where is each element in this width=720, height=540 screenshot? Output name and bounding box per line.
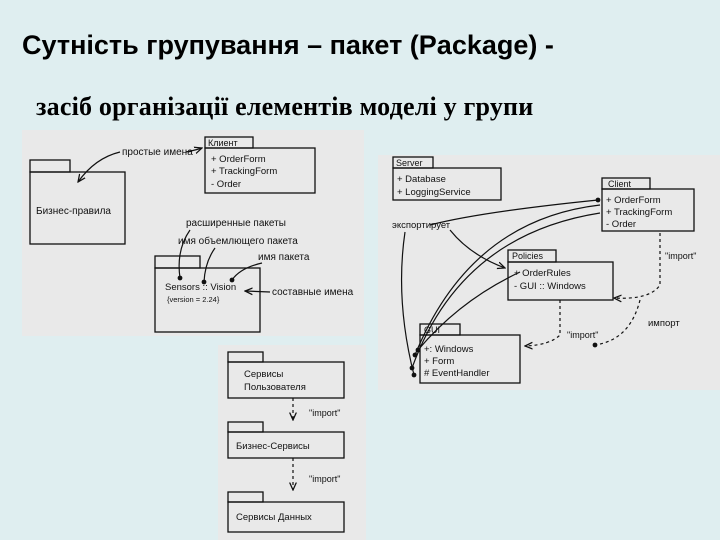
client-package-name: Client bbox=[608, 179, 632, 189]
enclosing-package-label: имя объемлющего пакета bbox=[178, 235, 298, 247]
right-figure: Server + Database + LoggingService Clien… bbox=[392, 156, 696, 384]
export-curve-3 bbox=[415, 271, 521, 353]
sensors-package bbox=[154, 267, 261, 333]
data-services-package bbox=[227, 501, 345, 533]
slide-subtitle: засіб організації елементів моделі у гру… bbox=[36, 92, 534, 121]
policies-gui-dependency bbox=[525, 300, 561, 346]
client-package bbox=[601, 188, 695, 232]
import-ru-pointer bbox=[592, 299, 641, 348]
sensors-version: {version = 2.24} bbox=[167, 295, 220, 304]
client-item: + OrderForm bbox=[606, 195, 661, 206]
server-item: + LoggingService bbox=[397, 187, 471, 198]
server-package-name: Server bbox=[396, 158, 423, 168]
client-op: - Order bbox=[211, 179, 241, 190]
business-rules-label: Бизнес-правила bbox=[36, 206, 111, 217]
package-name-pointer bbox=[229, 262, 263, 283]
simple-names-pointer-1 bbox=[78, 151, 121, 182]
business-services-package bbox=[227, 431, 345, 459]
composite-names-pointer bbox=[245, 291, 271, 292]
client-policies-dependency bbox=[614, 233, 661, 298]
simple-names-label: простые имена bbox=[122, 147, 193, 158]
import-label: "import" bbox=[309, 408, 340, 418]
business-services-tab bbox=[227, 421, 264, 433]
data-services-label: Сервисы Данных bbox=[236, 512, 312, 523]
user-services-tab bbox=[227, 351, 264, 363]
data-services-tab bbox=[227, 491, 264, 503]
client-op: + TrackingForm bbox=[211, 166, 277, 177]
export-curve-4 bbox=[400, 231, 417, 378]
client-item: + TrackingForm bbox=[606, 207, 672, 218]
export-pointer-client bbox=[429, 197, 601, 226]
extended-pointer bbox=[177, 229, 191, 281]
extended-packages-label: расширенные пакеты bbox=[186, 218, 286, 229]
user-services-package bbox=[227, 361, 345, 399]
right-figure-panel bbox=[378, 155, 720, 390]
simple-names-pointer-2 bbox=[185, 148, 202, 152]
gui-item: +: Windows bbox=[424, 344, 474, 355]
business-rules-package bbox=[29, 171, 126, 245]
exports-label: экспортирует bbox=[392, 220, 451, 231]
policies-item: + OrderRules bbox=[514, 268, 571, 279]
server-item: + Database bbox=[397, 174, 446, 185]
policies-package-name: Policies bbox=[512, 251, 544, 261]
slide-title: Сутність групування – пакет (Package) - bbox=[22, 30, 554, 60]
client-item: - Order bbox=[606, 219, 636, 230]
export-curve-1 bbox=[412, 204, 601, 358]
business-rules-package-tab bbox=[29, 159, 71, 173]
import-label: "import" bbox=[309, 474, 340, 484]
left-figure-panel bbox=[22, 130, 364, 336]
import-ru-label: импорт bbox=[648, 318, 680, 329]
composite-names-label: составные имена bbox=[272, 287, 354, 298]
import-label: "import" bbox=[665, 251, 696, 261]
business-services-label: Бизнес-Сервисы bbox=[236, 441, 310, 452]
import-label: "import" bbox=[567, 330, 598, 340]
export-curve-2 bbox=[409, 212, 601, 371]
client-op: + OrderForm bbox=[211, 154, 266, 165]
client-package-name: Клиент bbox=[208, 138, 238, 148]
gui-package-name: GUI bbox=[424, 325, 440, 335]
package-name-label: имя пакета bbox=[258, 252, 310, 263]
gui-package bbox=[419, 334, 521, 384]
enclosing-pointer bbox=[201, 247, 216, 285]
policies-item: - GUI :: Windows bbox=[514, 281, 586, 292]
sensors-package-tab bbox=[154, 255, 201, 269]
server-package bbox=[392, 167, 502, 201]
client-package bbox=[204, 147, 316, 194]
gui-item: # EventHandler bbox=[424, 368, 489, 379]
left-figure: Бизнес-правила простые имена Клиент + Or… bbox=[29, 136, 354, 333]
sensors-package-name: Sensors :: Vision bbox=[165, 282, 236, 293]
bottom-figure: Сервисы Пользователя "import" Бизнес-Сер… bbox=[227, 351, 345, 533]
user-services-label-2: Пользователя bbox=[244, 382, 306, 393]
gui-item: + Form bbox=[424, 356, 454, 367]
user-services-label-1: Сервисы bbox=[244, 369, 284, 380]
bottom-figure-panel bbox=[218, 345, 366, 540]
export-pointer-policies bbox=[449, 229, 505, 268]
